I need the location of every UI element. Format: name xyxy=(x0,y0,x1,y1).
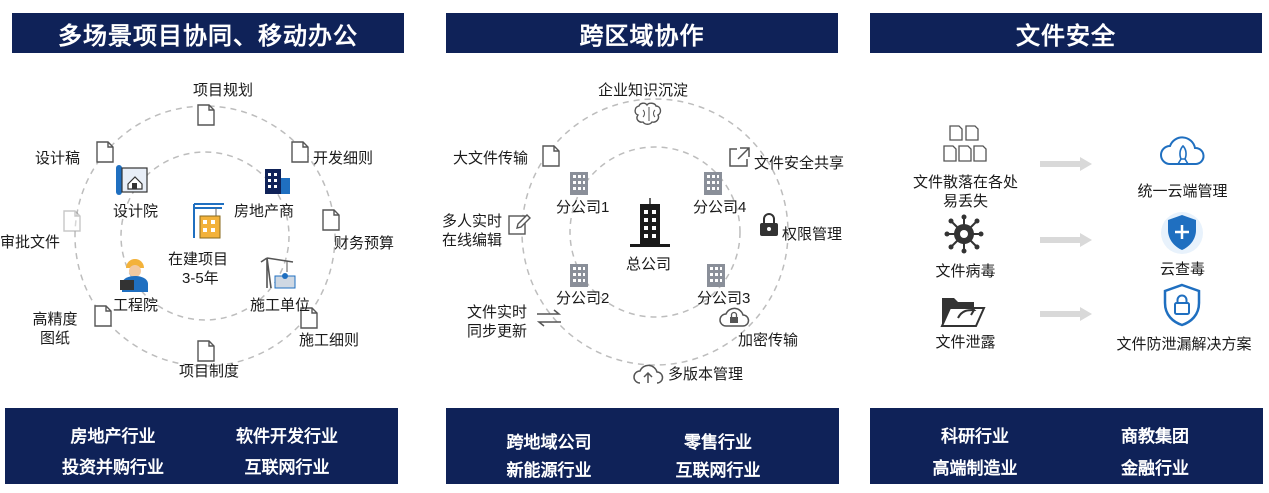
feature-realtime-edit-line-1: 多人实时 xyxy=(442,213,503,230)
industry-tag: 互联网行业 xyxy=(244,458,330,478)
feature-permission-label: 权限管理 xyxy=(782,226,843,243)
feature-versions-label: 多版本管理 xyxy=(668,366,744,383)
edit-icon xyxy=(508,214,531,235)
arrow-right-icon xyxy=(1040,307,1092,321)
cloud-management-icon xyxy=(1160,136,1205,165)
lock-icon xyxy=(760,213,778,236)
office-building-icon xyxy=(707,264,725,287)
feature-encrypt-label: 加密传输 xyxy=(738,332,799,349)
solution-antivirus-label: 云查毒 xyxy=(1159,261,1205,278)
industry-tag: 软件开发行业 xyxy=(236,427,338,447)
node-engineering-institute-label: 工程院 xyxy=(113,297,159,314)
problem-scattered-line-1: 文件散落在各处 xyxy=(912,174,1018,191)
doc-dev-rules-label: 开发细则 xyxy=(313,150,374,167)
document-icon xyxy=(96,141,114,163)
feature-secure-share-label: 文件安全共享 xyxy=(754,155,845,172)
node-developer-label: 房地产商 xyxy=(234,203,295,220)
panel-middle-industries: 跨地域公司 零售行业 新能源行业 互联网行业 xyxy=(446,408,839,484)
panel-middle-title: 跨区域协作 xyxy=(446,13,838,53)
feature-knowledge-label: 企业知识沉淀 xyxy=(598,82,689,99)
shield-lock-icon xyxy=(1163,283,1201,327)
arrow-right-icon xyxy=(1040,157,1092,171)
document-icon xyxy=(322,209,340,231)
feature-big-file-label: 大文件传输 xyxy=(453,150,529,167)
branch-1-label: 分公司1 xyxy=(556,199,610,216)
feature-sync-line-2: 同步更新 xyxy=(467,323,528,340)
document-icon xyxy=(542,145,560,167)
document-icon xyxy=(197,104,215,126)
document-icon xyxy=(63,210,81,232)
office-building-icon xyxy=(704,172,722,195)
problem-leak-label: 文件泄露 xyxy=(935,334,996,351)
doc-project-system-label: 项目制度 xyxy=(179,363,240,380)
doc-approval-label: 审批文件 xyxy=(0,234,61,251)
doc-hd-drawing-label-2: 图纸 xyxy=(39,330,70,347)
office-building-icon xyxy=(570,264,588,287)
industry-tag: 零售行业 xyxy=(684,433,752,453)
virus-icon xyxy=(944,214,984,254)
document-icon xyxy=(197,340,215,362)
doc-project-plan-label: 项目规划 xyxy=(193,82,254,99)
design-blueprint-icon xyxy=(116,165,148,195)
doc-design-draft-label: 设计稿 xyxy=(35,150,81,167)
engineer-icon xyxy=(120,259,148,292)
branch-3-label: 分公司3 xyxy=(697,290,751,307)
doc-budget-label: 财务预算 xyxy=(334,235,395,252)
industry-tag: 新能源行业 xyxy=(506,461,592,481)
doc-hd-drawing-label-1: 高精度 xyxy=(32,311,78,328)
problem-virus-label: 文件病毒 xyxy=(935,263,996,280)
industry-tag: 金融行业 xyxy=(1121,459,1189,479)
industry-tag: 高端制造业 xyxy=(932,459,1018,479)
document-icon xyxy=(291,141,309,163)
arrow-right-icon xyxy=(1040,233,1092,247)
industry-tag: 房地产行业 xyxy=(70,427,156,447)
feature-sync-line-1: 文件实时 xyxy=(467,304,528,321)
headquarters-icon xyxy=(630,198,670,247)
center-project-line-2: 3-5年 xyxy=(182,270,219,287)
doc-construction-rules-label: 施工细则 xyxy=(299,332,360,349)
node-design-institute-label: 设计院 xyxy=(113,203,159,220)
branch-2-label: 分公司2 xyxy=(556,290,610,307)
solution-cloud-label: 统一云端管理 xyxy=(1137,183,1228,200)
construction-crane-icon xyxy=(260,257,296,289)
scattered-files-icon xyxy=(943,125,987,162)
sync-arrows-icon xyxy=(536,309,562,327)
document-icon xyxy=(300,307,318,329)
node-construction-unit-label: 施工单位 xyxy=(250,297,311,314)
industry-tag: 投资并购行业 xyxy=(62,458,164,478)
panel-right-industries: 科研行业 商教集团 高端制造业 金融行业 xyxy=(870,408,1263,484)
solution-anti-leak-label: 文件防泄漏解决方案 xyxy=(1116,336,1252,353)
industry-tag: 商教集团 xyxy=(1121,427,1189,447)
panel-left-industries: 房地产行业 软件开发行业 投资并购行业 互联网行业 xyxy=(5,408,398,484)
folder-leak-icon xyxy=(940,298,986,327)
headquarters-label: 总公司 xyxy=(626,256,672,273)
branch-4-label: 分公司4 xyxy=(693,199,747,216)
problem-scattered-line-2: 易丢失 xyxy=(942,193,988,210)
panel-left-title: 多场景项目协同、移动办公 xyxy=(12,13,404,53)
cloud-encrypt-icon xyxy=(719,307,750,327)
construction-site-icon xyxy=(193,203,224,239)
cloud-upload-icon xyxy=(633,364,664,384)
shield-antivirus-icon xyxy=(1161,212,1203,254)
industry-tag: 互联网行业 xyxy=(675,461,761,481)
share-icon xyxy=(729,147,750,167)
office-building-icon xyxy=(570,172,588,195)
feature-realtime-edit-line-2: 在线编辑 xyxy=(442,232,503,249)
brain-icon xyxy=(634,102,662,125)
panel-right-title: 文件安全 xyxy=(870,13,1262,53)
industry-tag: 科研行业 xyxy=(941,427,1009,447)
building-icon xyxy=(265,169,290,194)
industry-tag: 跨地域公司 xyxy=(506,433,592,453)
document-icon xyxy=(94,305,112,327)
center-project-line-1: 在建项目 xyxy=(168,251,229,268)
